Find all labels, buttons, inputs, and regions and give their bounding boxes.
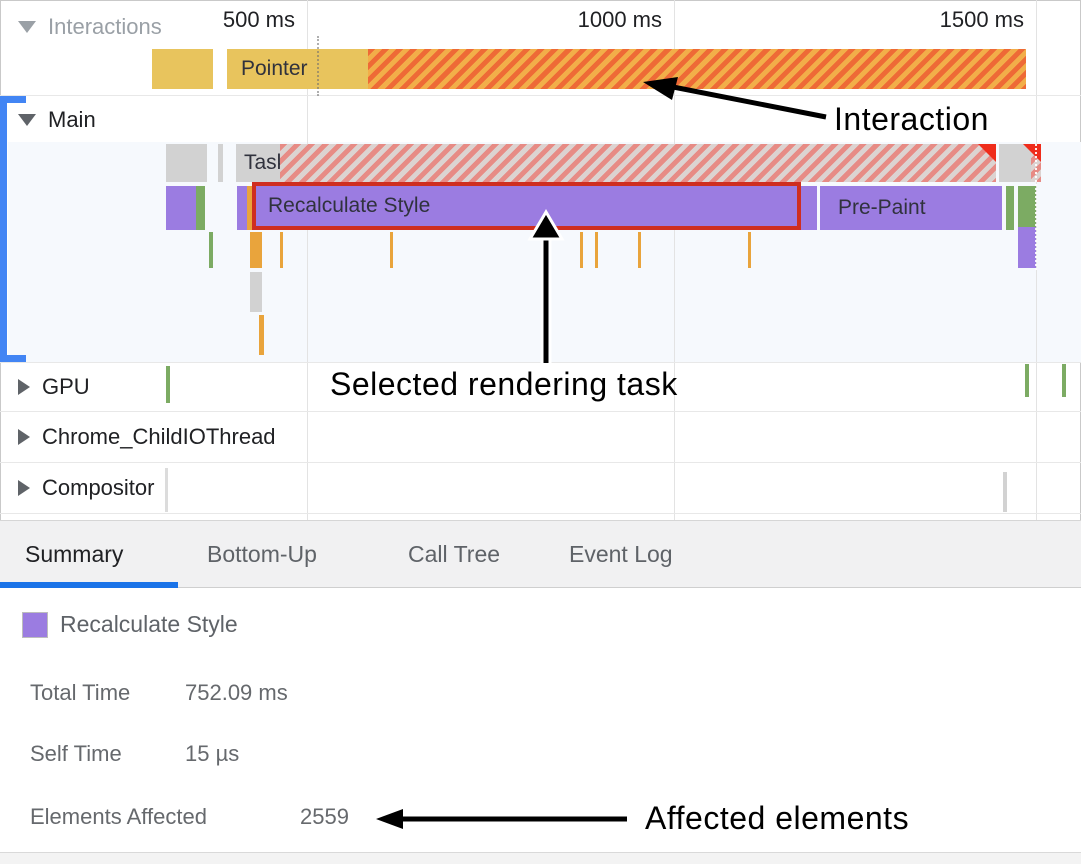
bar-label: Pointer bbox=[241, 57, 308, 80]
details-tab-bar: Summary Bottom-Up Call Tree Event Log bbox=[0, 520, 1081, 588]
track-separator bbox=[0, 362, 1081, 363]
script-tick[interactable] bbox=[259, 315, 264, 355]
timeline-tick-label: 500 ms bbox=[222, 7, 295, 32]
bar-label: Task bbox=[244, 151, 288, 174]
task-bar[interactable] bbox=[166, 144, 207, 182]
summary-panel: Recalculate Style Total Time 752.09 ms Sel… bbox=[0, 588, 1081, 864]
style-block[interactable] bbox=[1018, 227, 1036, 268]
track-separator bbox=[0, 513, 1081, 514]
timeline-gridline bbox=[674, 0, 675, 520]
paint-tick[interactable] bbox=[209, 232, 213, 268]
timeline-tracks-area[interactable]: 500 ms 1000 ms 1500 ms Interactions Main G… bbox=[0, 0, 1081, 520]
track-separator bbox=[0, 95, 1081, 96]
paint-bar[interactable] bbox=[1018, 186, 1036, 230]
recalculate-style-selected-bar[interactable]: Recalculate Style bbox=[252, 182, 801, 230]
task-bar[interactable]: Task bbox=[236, 144, 288, 182]
summary-row-elements-affected: Elements Affected 2559 bbox=[30, 804, 730, 830]
track-label: Chrome_ChildIOThread bbox=[42, 424, 276, 449]
selected-track-bracket-cap-bottom bbox=[0, 355, 26, 362]
panel-bottom-strip bbox=[0, 852, 1081, 864]
task-block[interactable] bbox=[250, 272, 262, 312]
summary-row-self-time: Self Time 15 µs bbox=[30, 741, 730, 767]
summary-row-value: 752.09 ms bbox=[185, 680, 288, 705]
annotation-selected-rendering-task: Selected rendering task bbox=[330, 366, 678, 402]
interaction-marker-line bbox=[317, 36, 319, 96]
script-tick[interactable] bbox=[250, 232, 262, 268]
style-bar[interactable] bbox=[801, 186, 817, 230]
expand-arrow-icon[interactable] bbox=[18, 429, 30, 445]
style-bar[interactable] bbox=[166, 186, 196, 230]
paint-bar[interactable] bbox=[1006, 186, 1014, 230]
bar-label: Recalculate Style bbox=[268, 194, 431, 217]
timeline-tick-label: 1000 ms bbox=[577, 7, 662, 32]
track-main[interactable]: Main bbox=[18, 107, 96, 133]
interaction-bar[interactable] bbox=[152, 49, 213, 89]
annotation-interaction: Interaction bbox=[834, 101, 989, 137]
summary-row-value: 2559 bbox=[300, 804, 349, 829]
pointer-interaction-bar[interactable]: Pointer bbox=[227, 49, 368, 89]
tab-call-tree[interactable]: Call Tree bbox=[408, 541, 501, 567]
track-separator bbox=[0, 462, 1081, 463]
summary-row-label: Total Time bbox=[30, 680, 131, 705]
compositor-activity-tick[interactable] bbox=[165, 468, 168, 512]
selected-track-bracket-cap-top bbox=[0, 96, 26, 103]
long-task-corner-icon[interactable] bbox=[1023, 144, 1041, 162]
summary-row-value: 15 µs bbox=[185, 741, 240, 766]
expand-arrow-icon[interactable] bbox=[18, 480, 30, 496]
compositor-activity-tick[interactable] bbox=[1003, 472, 1007, 512]
pre-paint-bar[interactable]: Pre-Paint bbox=[820, 186, 1002, 230]
summary-row-total-time: Total Time 752.09 ms bbox=[30, 680, 730, 706]
timeline-gridline bbox=[307, 0, 308, 520]
paint-bar[interactable] bbox=[196, 186, 205, 230]
style-bar[interactable] bbox=[237, 186, 247, 230]
timeline-tick-label: 1500 ms bbox=[939, 7, 1024, 32]
track-interactions[interactable]: Interactions bbox=[18, 14, 162, 40]
script-tick[interactable] bbox=[390, 232, 393, 268]
track-label: Main bbox=[48, 107, 96, 132]
gridline-overlay bbox=[1035, 144, 1037, 270]
long-task-corner-icon[interactable] bbox=[978, 144, 996, 162]
gpu-activity-tick[interactable] bbox=[1062, 364, 1066, 397]
tab-summary[interactable]: Summary bbox=[25, 541, 124, 567]
annotation-affected-elements: Affected elements bbox=[645, 800, 910, 836]
track-separator bbox=[0, 411, 1081, 412]
track-label: GPU bbox=[42, 374, 90, 399]
summary-event-title: Recalculate Style bbox=[60, 611, 238, 637]
track-label: Interactions bbox=[48, 14, 162, 39]
gpu-activity-tick[interactable] bbox=[166, 366, 170, 403]
tab-bottom-up[interactable]: Bottom-Up bbox=[207, 541, 317, 567]
script-tick[interactable] bbox=[580, 232, 583, 268]
script-tick[interactable] bbox=[595, 232, 598, 268]
tab-event-log[interactable]: Event Log bbox=[569, 541, 673, 567]
selected-track-bracket bbox=[0, 96, 7, 362]
pointer-interaction-extension[interactable] bbox=[368, 49, 1026, 89]
long-task-candystripe[interactable] bbox=[280, 144, 996, 182]
track-label: Compositor bbox=[42, 475, 155, 500]
gpu-activity-tick[interactable] bbox=[1025, 364, 1029, 397]
script-tick[interactable] bbox=[748, 232, 751, 268]
track-chrome-childiothread[interactable]: Chrome_ChildIOThread bbox=[18, 424, 276, 450]
script-tick[interactable] bbox=[280, 232, 283, 268]
script-bar[interactable] bbox=[247, 186, 254, 230]
summary-row-label: Self Time bbox=[30, 741, 122, 766]
event-color-swatch bbox=[22, 612, 48, 638]
track-compositor[interactable]: Compositor bbox=[18, 475, 154, 501]
track-gpu[interactable]: GPU bbox=[18, 374, 90, 400]
selected-tab-underline bbox=[0, 582, 178, 588]
expand-arrow-icon[interactable] bbox=[18, 379, 30, 395]
bar-label: Pre-Paint bbox=[838, 196, 926, 219]
collapse-arrow-icon[interactable] bbox=[18, 114, 36, 126]
task-bar[interactable] bbox=[218, 144, 223, 182]
script-tick[interactable] bbox=[638, 232, 641, 268]
collapse-arrow-icon[interactable] bbox=[18, 21, 36, 33]
summary-row-label: Elements Affected bbox=[30, 804, 207, 829]
